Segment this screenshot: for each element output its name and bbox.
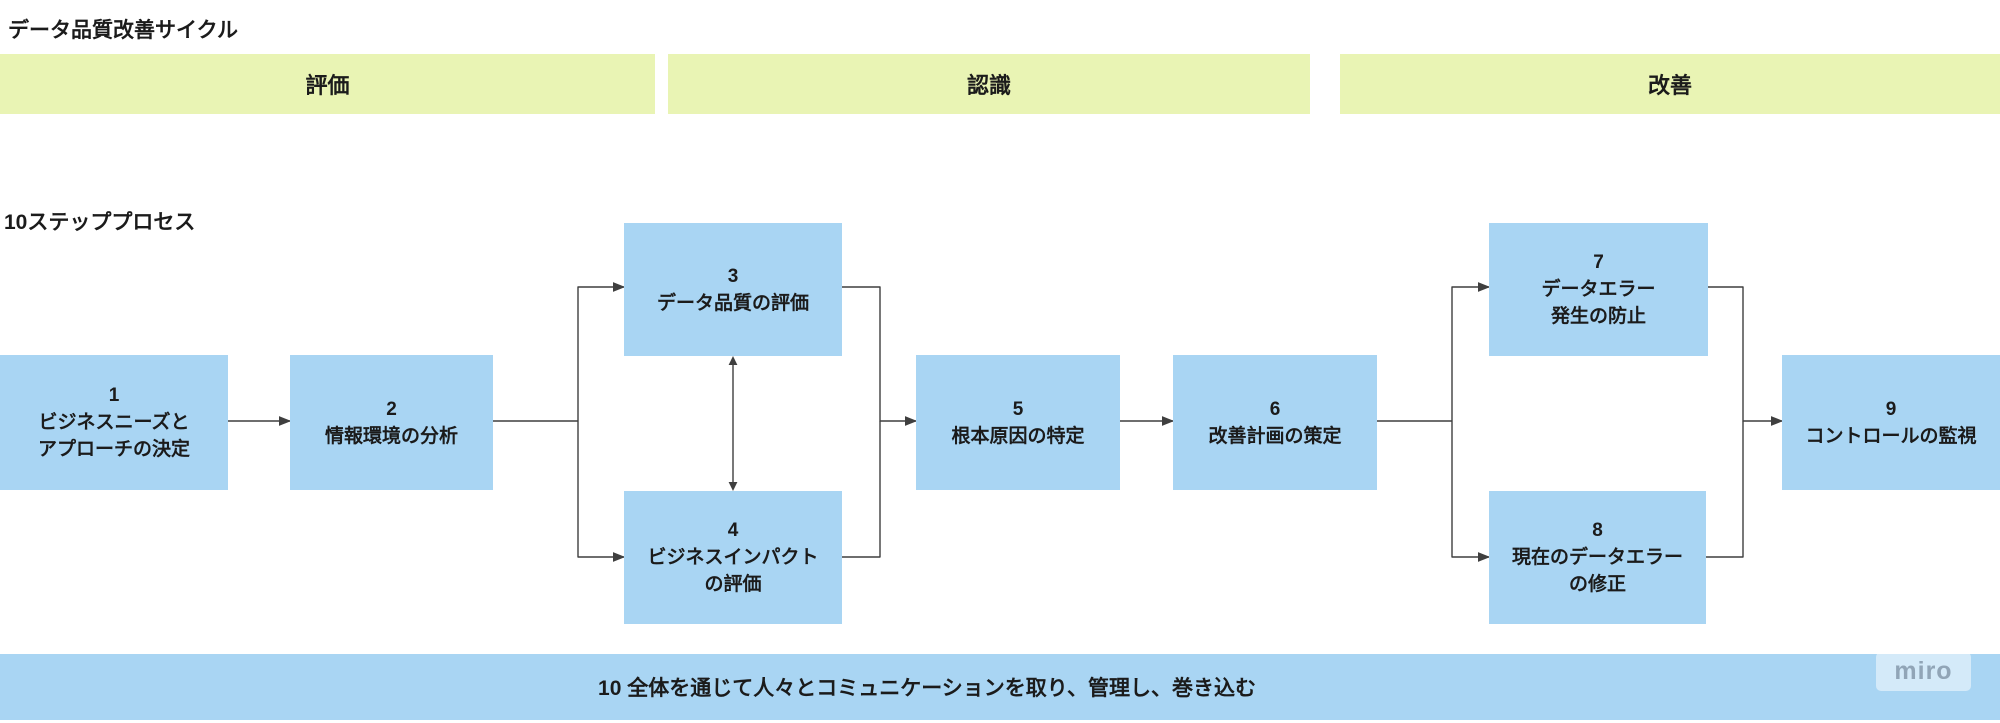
phase-label: 改善 <box>1647 73 1692 98</box>
step-label: 1 ビジネスニーズと アプローチの決定 <box>38 382 190 463</box>
step-title: 根本原因の特定 <box>951 425 1085 447</box>
arrow-split-to-8 <box>1451 421 1491 562</box>
step-band-10[interactable]: 10 全体を通じて人々とコミュニケーションを取り、管理し、巻き込む <box>0 654 2000 720</box>
step-label: 3 データ品質の評価 <box>657 263 809 317</box>
step-title: データエラー 発生の防止 <box>1541 279 1656 327</box>
step-box-8[interactable]: 8 現在のデータエラー の修正 <box>1489 491 1706 624</box>
phase-band-awareness[interactable]: 認識 <box>668 54 1310 114</box>
step-number: 5 <box>1012 398 1024 420</box>
step-number: 6 <box>1269 398 1281 420</box>
step-label: 9 コントロールの監視 <box>1805 396 1976 450</box>
step-number: 7 <box>1593 252 1604 273</box>
step-box-3[interactable]: 3 データ品質の評価 <box>624 223 842 356</box>
arrowhead-up-into-3 <box>728 356 738 365</box>
phase-label: 評価 <box>305 73 350 98</box>
miro-logo-text: miro <box>1894 657 1953 685</box>
step-box-6[interactable]: 6 改善計画の策定 <box>1173 355 1377 490</box>
step-number: 8 <box>1592 520 1603 541</box>
step-number: 3 <box>727 265 739 287</box>
step-title: ビジネスインパクト の評価 <box>647 547 819 595</box>
arrow-split-to-3 <box>577 282 626 421</box>
phase-band-improvement[interactable]: 改善 <box>1340 54 2000 114</box>
process-label: 10ステッププロセス <box>4 211 196 234</box>
step-box-4[interactable]: 4 ビジネスインパクト の評価 <box>624 491 842 624</box>
step-label: 5 根本原因の特定 <box>951 396 1084 450</box>
phase-band-assessment[interactable]: 評価 <box>0 54 655 114</box>
step-title: データ品質の評価 <box>656 292 809 314</box>
step-title: コントロールの監視 <box>1805 425 1977 447</box>
line-4-to-merge <box>842 421 881 558</box>
phase-label: 認識 <box>966 73 1011 98</box>
arrow-3-to-merge <box>842 286 918 426</box>
step-title: 改善計画の策定 <box>1208 425 1342 447</box>
step-label: 8 現在のデータエラー の修正 <box>1512 517 1683 598</box>
step-box-9[interactable]: 9 コントロールの監視 <box>1782 355 2000 490</box>
step-number: 9 <box>1885 398 1897 420</box>
arrow-7-to-merge <box>1708 286 1784 426</box>
step-box-5[interactable]: 5 根本原因の特定 <box>916 355 1120 490</box>
line-8-to-merge <box>1706 421 1744 558</box>
arrow-split-to-7 <box>1451 282 1491 421</box>
step-label: 4 ビジネスインパクト の評価 <box>647 517 818 598</box>
step-number: 2 <box>386 398 397 420</box>
step-number: 4 <box>727 520 739 541</box>
step-box-2[interactable]: 2 情報環境の分析 <box>290 355 493 490</box>
step-label: 7 データエラー 発生の防止 <box>1541 249 1655 330</box>
diagram-title: データ品質改善サイクル <box>8 19 238 42</box>
step-label: 6 改善計画の策定 <box>1208 396 1341 450</box>
step-box-7[interactable]: 7 データエラー 発生の防止 <box>1489 223 1708 356</box>
step-10-label: 10 全体を通じて人々とコミュニケーションを取り、管理し、巻き込む <box>598 677 1256 700</box>
step-title: 現在のデータエラー の修正 <box>1511 547 1683 595</box>
miro-watermark[interactable]: miro <box>1876 652 1971 691</box>
arrowhead-down-into-4 <box>728 482 738 491</box>
arrow-split-to-4 <box>577 421 626 562</box>
step-number: 1 <box>108 385 120 406</box>
step-box-1[interactable]: 1 ビジネスニーズと アプローチの決定 <box>0 355 228 490</box>
step-title: ビジネスニーズと アプローチの決定 <box>37 412 190 460</box>
step-label: 2 情報環境の分析 <box>325 396 458 450</box>
step-title: 情報環境の分析 <box>324 425 458 447</box>
